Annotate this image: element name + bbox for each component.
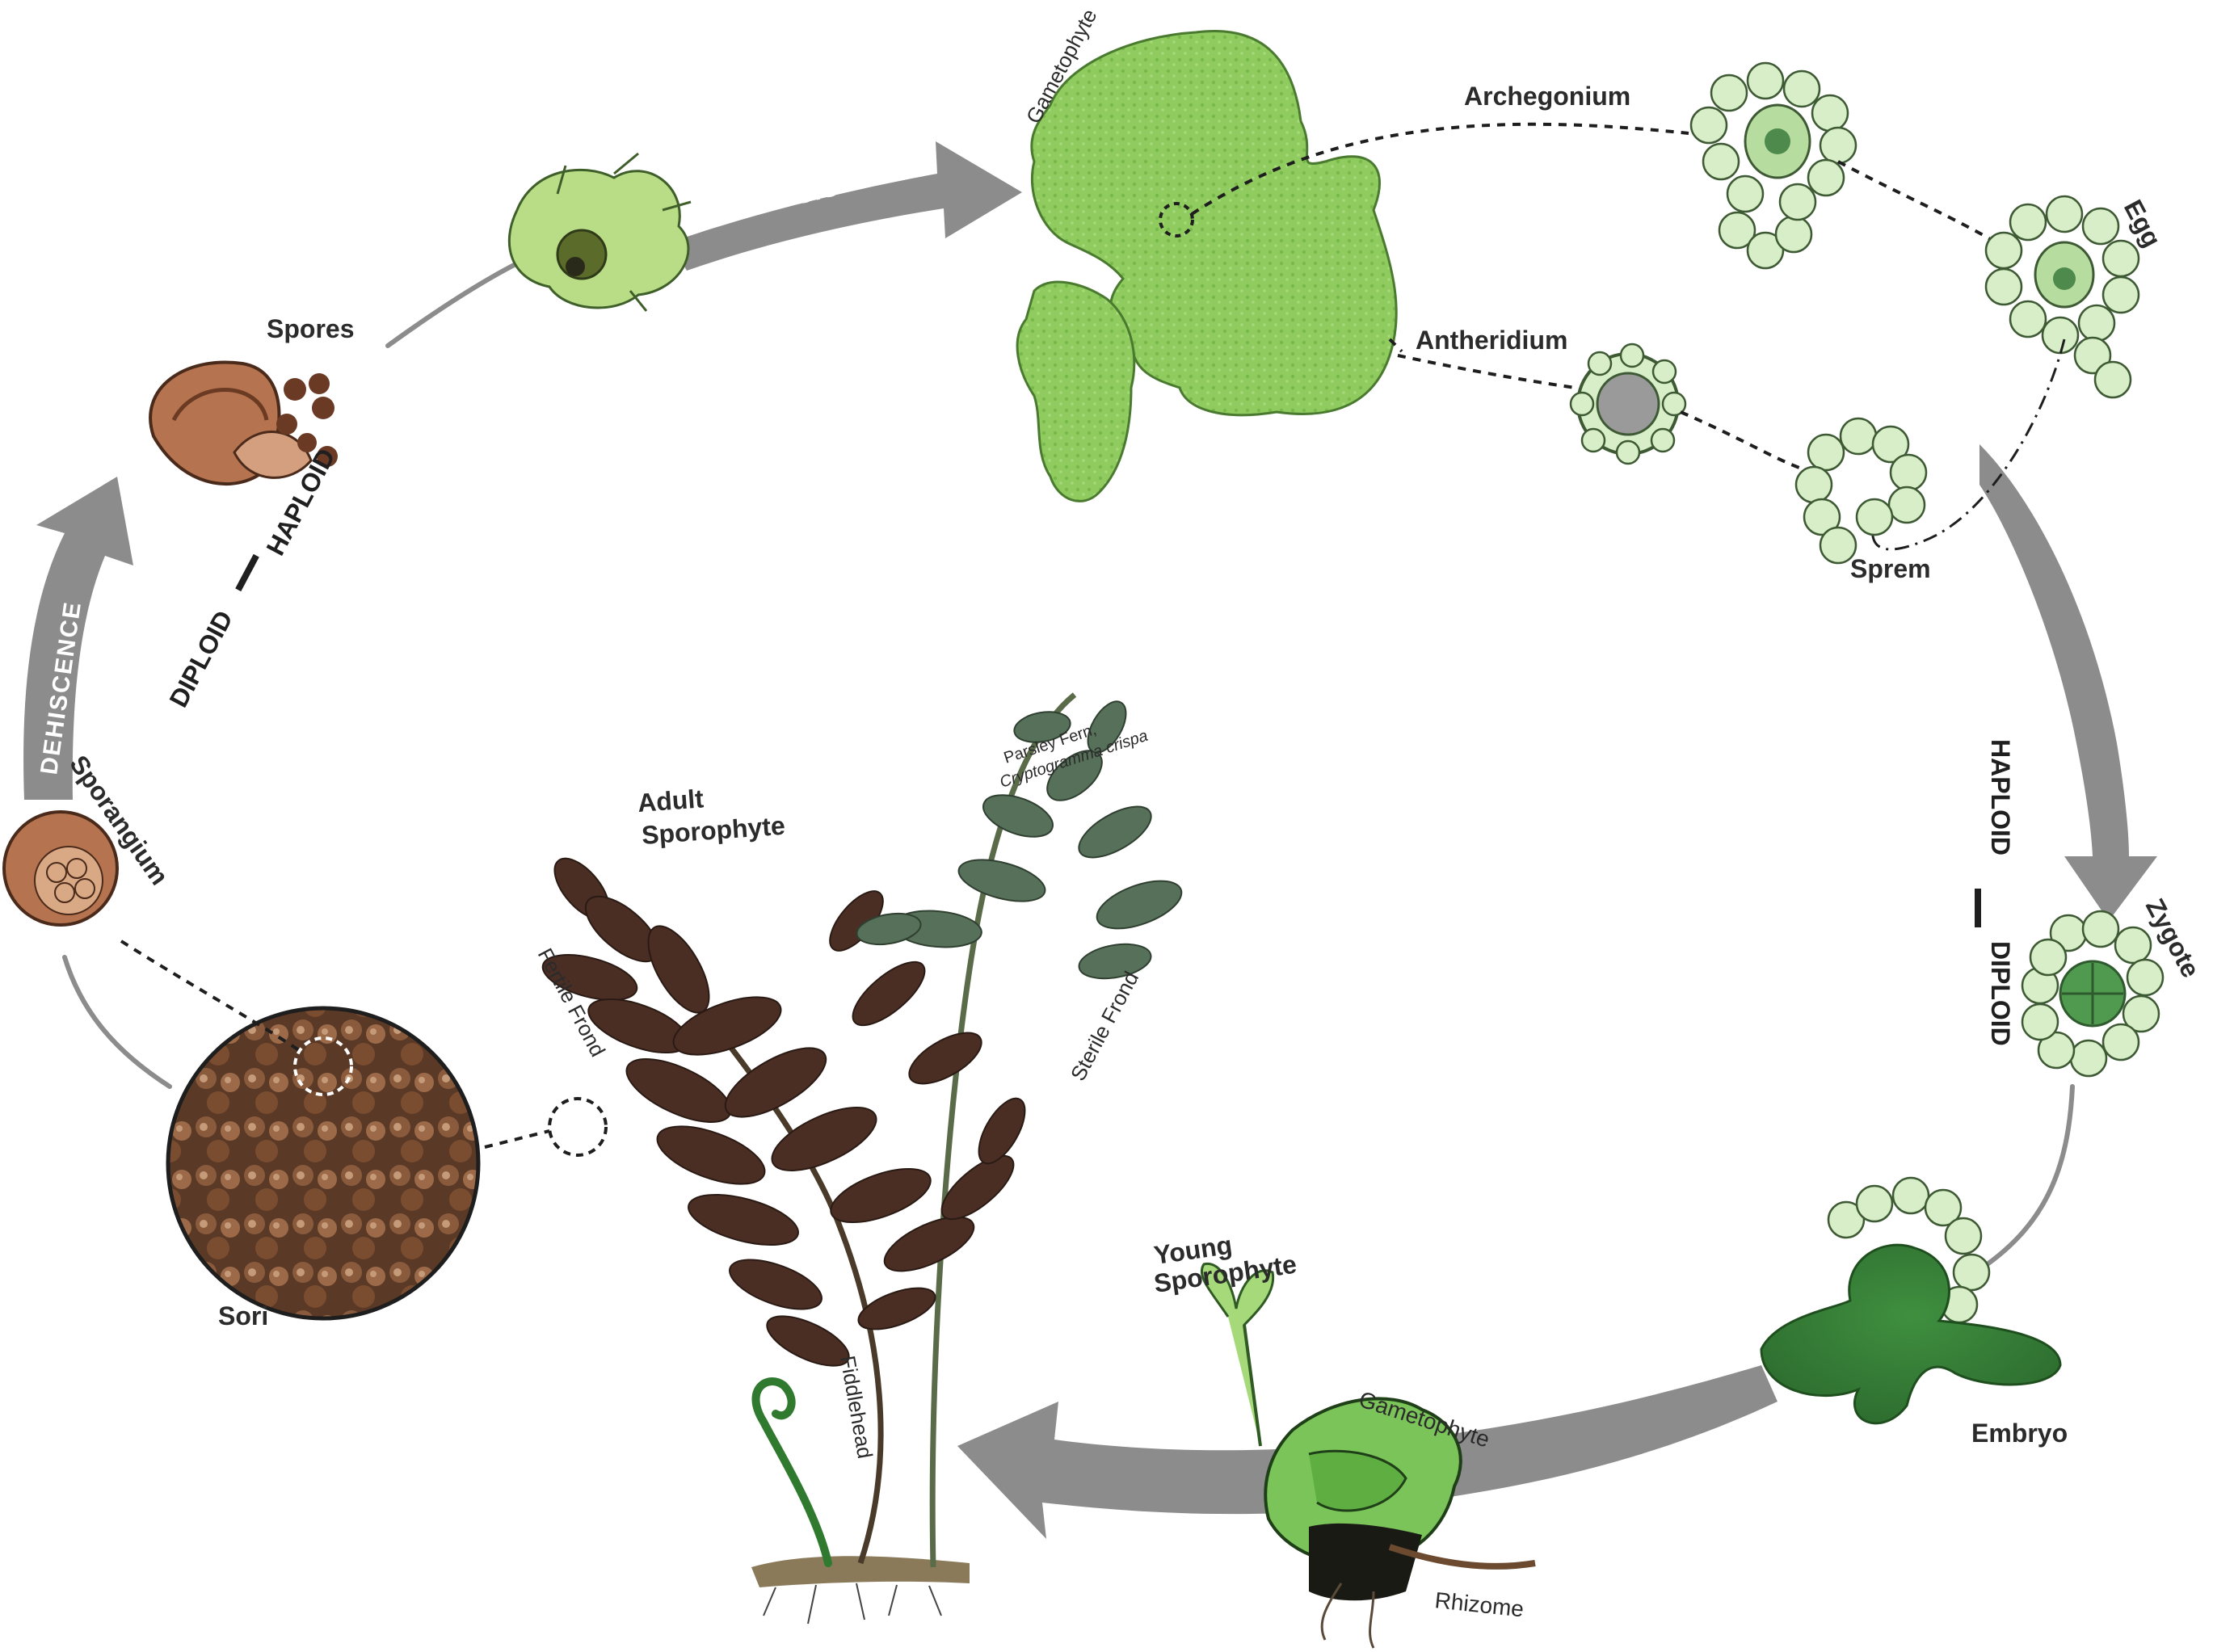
ploidy-left-divider [235, 554, 259, 591]
sperm-illustration [1796, 418, 1926, 563]
embryo-label: Embryo [1971, 1419, 2068, 1448]
antheridium-illustration [1571, 344, 1685, 464]
egg-illustration [1986, 196, 2139, 397]
sori-sporangium-connector [65, 957, 170, 1087]
sporangium-illustration [4, 812, 117, 925]
sperm-label: Sprem [1850, 554, 1931, 583]
sori-frond-connector [485, 1131, 549, 1147]
fiddlehead-label: Fiddlehead [835, 1354, 877, 1461]
meiosis-arrow-body [671, 141, 1022, 271]
ploidy-right-diploid: DIPLOID [1986, 941, 2015, 1046]
adult-sporophyte-label-line1: Adult [637, 784, 705, 818]
embryo-illustration [1761, 1178, 2060, 1423]
sori-label: Sori [218, 1301, 268, 1330]
archegonium-label: Archegonium [1464, 82, 1630, 111]
antheridium-connector [1398, 355, 1576, 388]
adult-sporophyte-label-line2: Sporophyte [641, 811, 786, 850]
rhizome-label: Rhizome [1433, 1587, 1525, 1621]
zygote-embryo-connector [1975, 1087, 2072, 1272]
fertile-frond-highlight [549, 1099, 606, 1155]
sterile-frond-label: Sterile Frond [1066, 967, 1143, 1085]
antheridium-label: Antheridium [1416, 326, 1567, 355]
sori-closeup-illustration [168, 1008, 478, 1318]
gametophyte-thallus-illustration [1017, 31, 1396, 501]
zygote-illustration [2022, 911, 2163, 1076]
ploidy-right-haploid: HAPLOID [1986, 739, 2015, 855]
archegonium-illustration [1691, 63, 1856, 268]
archegonium-egg-connector [1838, 162, 1996, 242]
ploidy-left-diploid: DIPLOID [163, 606, 238, 712]
germinating-spore-illustration [509, 153, 691, 311]
antheridium-sperm-connector [1681, 412, 1802, 469]
ploidy-right-divider [1975, 889, 1981, 927]
spores-label: Spores [267, 314, 354, 343]
